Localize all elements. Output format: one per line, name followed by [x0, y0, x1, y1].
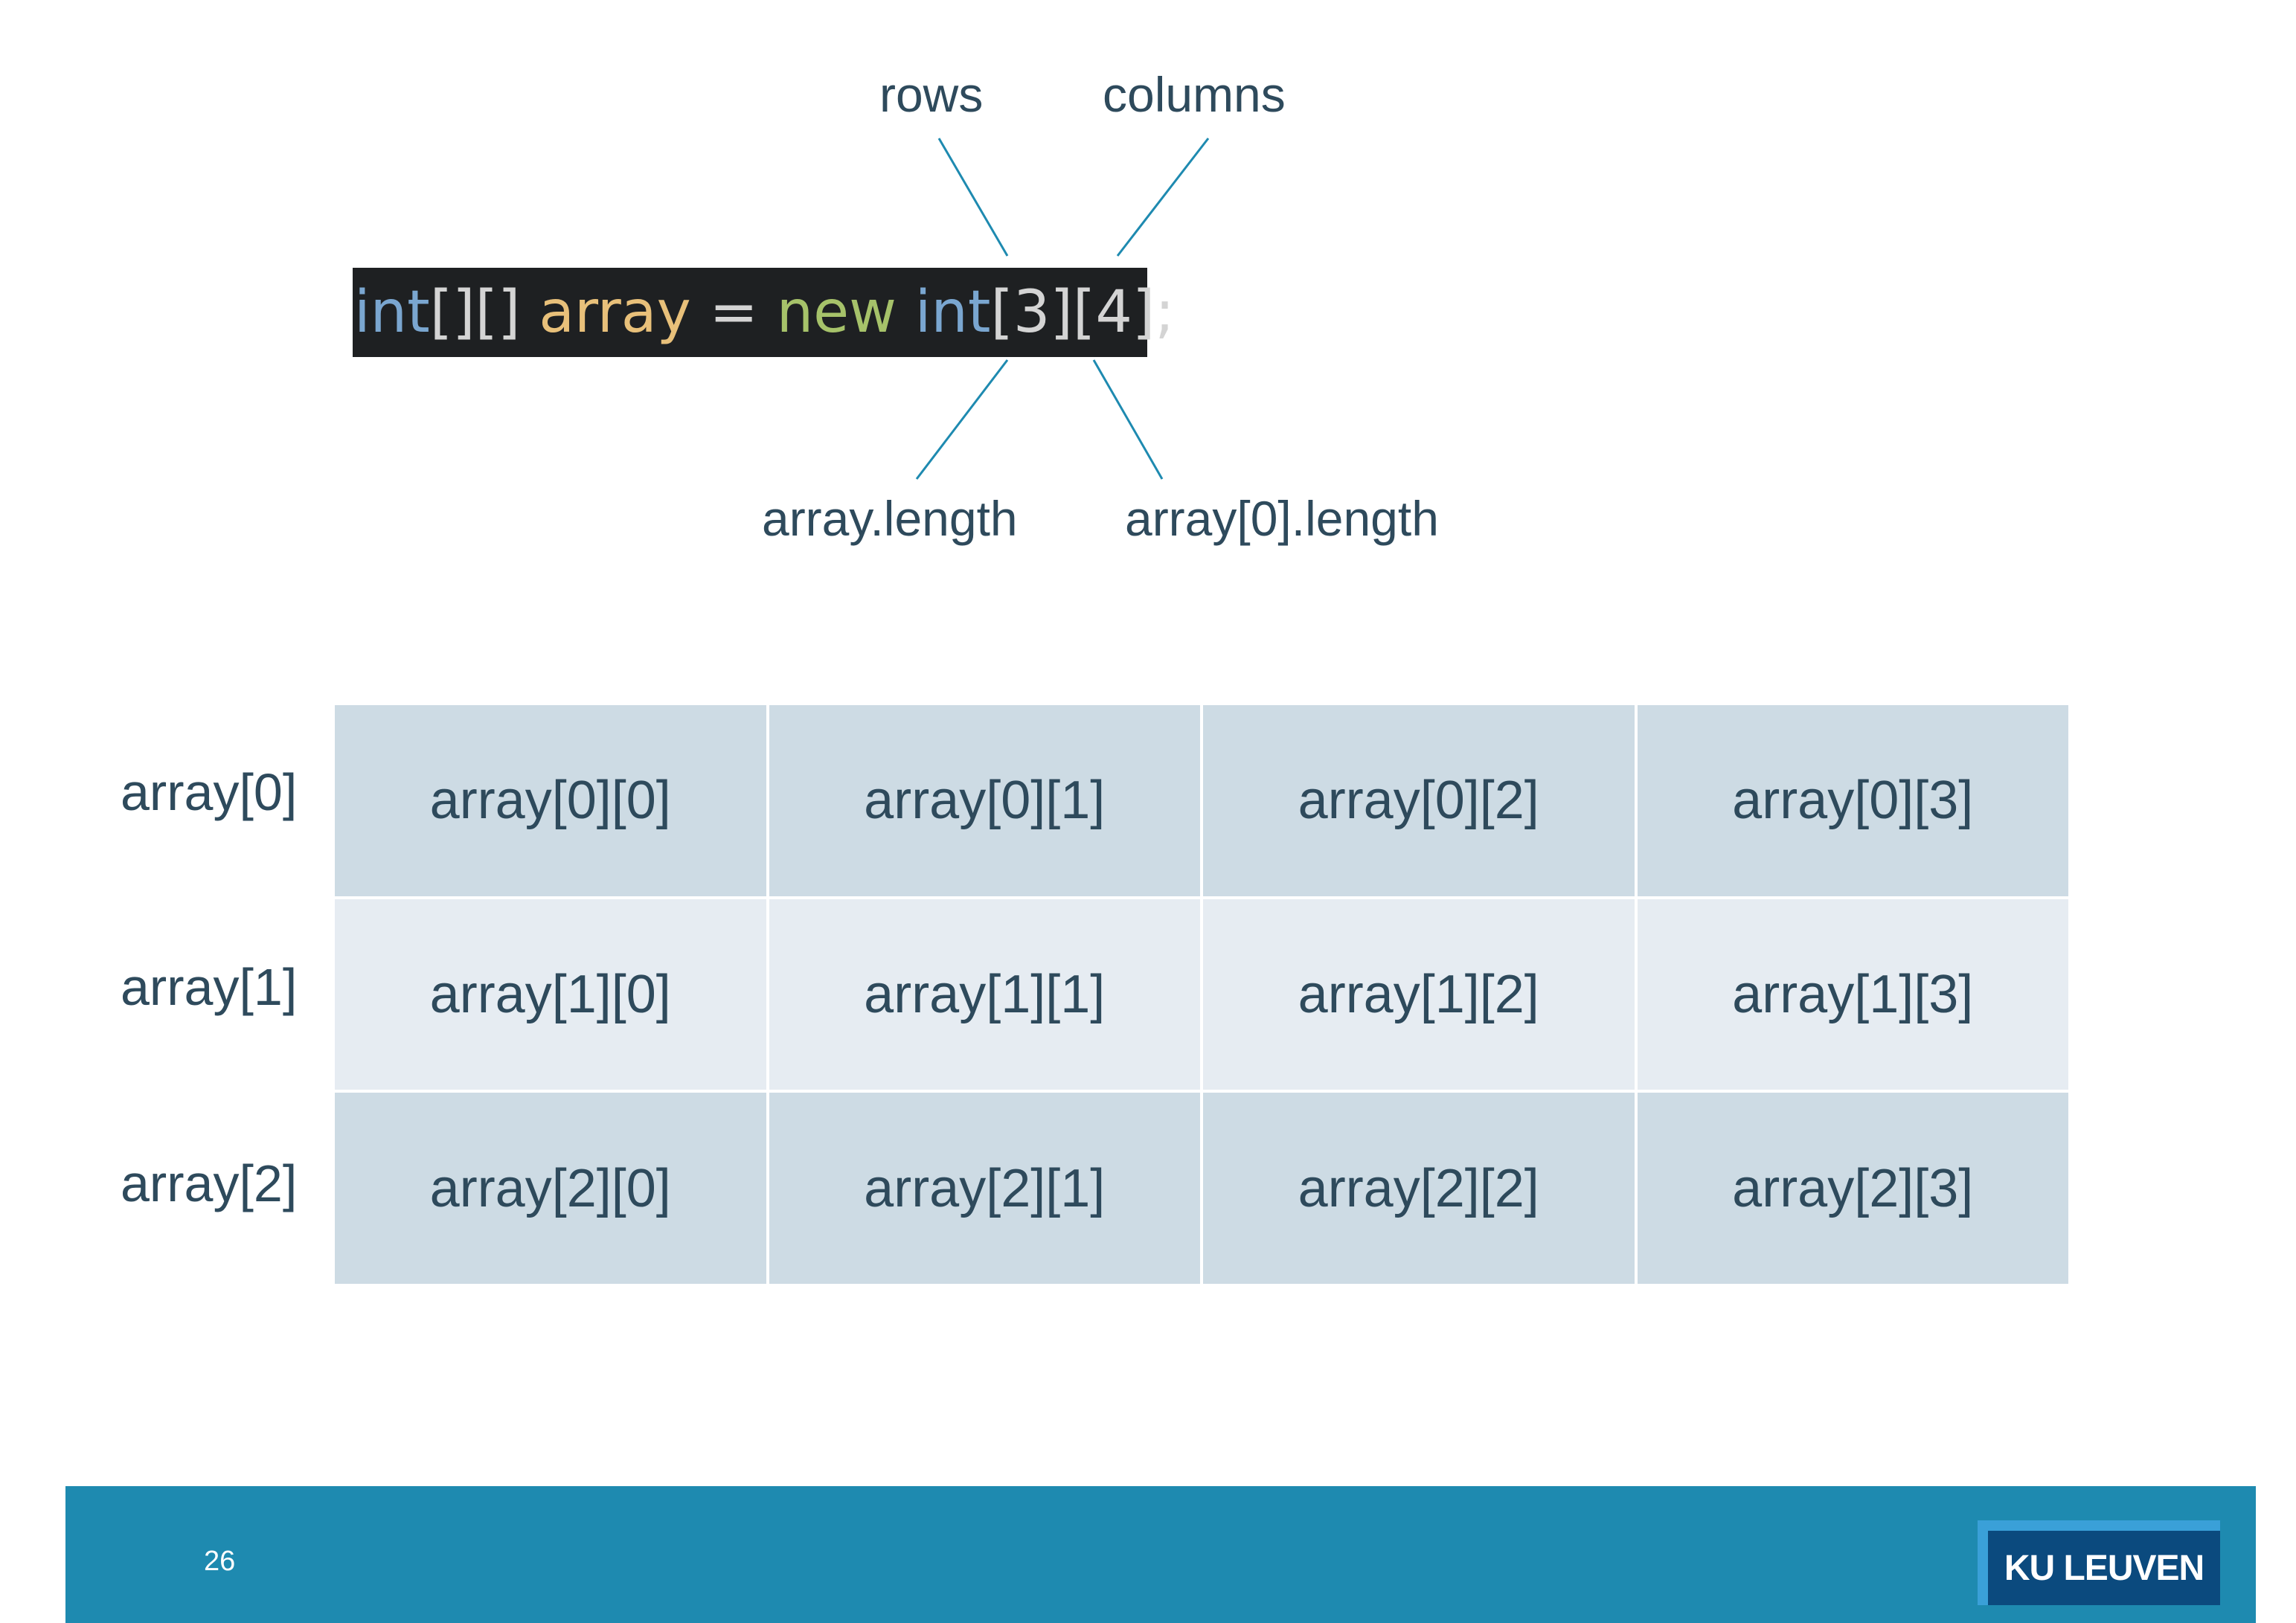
connector-lines	[915, 138, 1210, 480]
code-snippet: int[][] array = new int[3][4];	[353, 268, 1175, 357]
row-label-2: array[2]	[121, 1154, 298, 1212]
code-token: int	[914, 279, 991, 346]
code-token: array	[539, 279, 691, 346]
grid-cell: array[1][1]	[769, 899, 1200, 1090]
grid-cell: array[2][0]	[335, 1093, 766, 1284]
code-token	[897, 279, 915, 346]
row-label-1: array[1]	[121, 958, 298, 1016]
code-token: int	[354, 279, 430, 346]
connector-array-length	[915, 359, 1009, 480]
grid-cell: array[0][2]	[1203, 705, 1635, 896]
code-token: new	[776, 279, 897, 346]
columns-annotation: columns	[1103, 67, 1286, 122]
code-token: [3][4];	[990, 279, 1175, 346]
grid-cell: array[1][0]	[335, 899, 766, 1090]
grid-cell: array[0][1]	[769, 705, 1200, 896]
connector-array0-length	[1092, 359, 1164, 480]
code-token: [][]	[429, 279, 539, 346]
array-length-annotation: array.length	[762, 491, 1018, 546]
grid-cell: array[1][2]	[1203, 899, 1635, 1090]
ku-leuven-logo: KU LEUVEN	[1978, 1520, 2220, 1605]
grid-cell: array[1][3]	[1637, 899, 2068, 1090]
connector-rows	[937, 138, 1009, 257]
connector-columns	[1116, 138, 1210, 257]
grid-cell: array[2][1]	[769, 1093, 1200, 1284]
grid-cell: array[2][3]	[1637, 1093, 2068, 1284]
rows-annotation: rows	[879, 67, 984, 122]
array0-length-annotation: array[0].length	[1125, 491, 1439, 546]
row-label-0: array[0]	[121, 763, 298, 821]
page-number: 26	[204, 1546, 236, 1577]
grid-cell: array[0][0]	[335, 705, 766, 896]
array-grid: array[0][0] array[0][1] array[0][2] arra…	[335, 705, 2068, 1284]
grid-cell: array[2][2]	[1203, 1093, 1635, 1284]
code-token: =	[690, 279, 777, 346]
grid-cell: array[0][3]	[1637, 705, 2068, 896]
footer-bar: 26 KU LEUVEN	[65, 1486, 2256, 1623]
